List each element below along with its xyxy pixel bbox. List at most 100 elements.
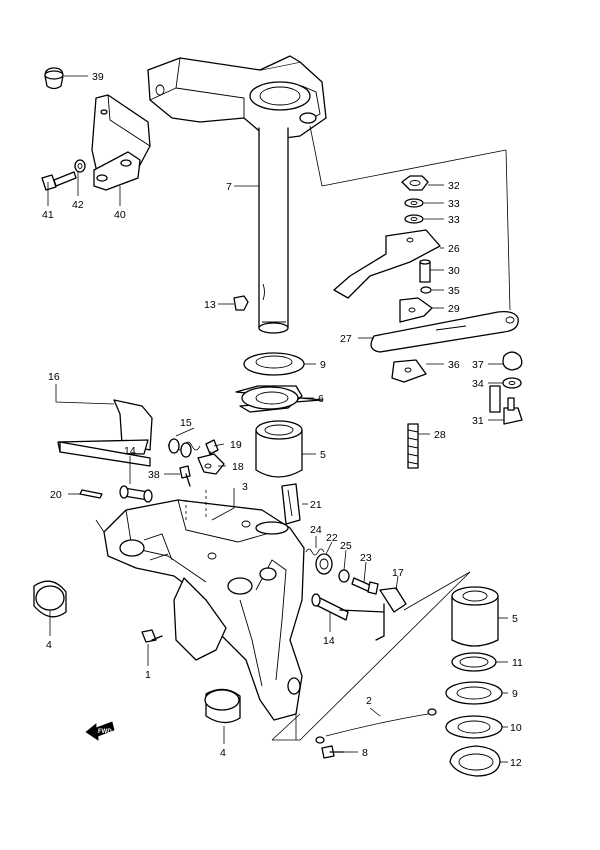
part-4-bush-bottom <box>204 688 241 724</box>
forward-arrow-icon: FWD <box>85 721 115 741</box>
part-7-shaft <box>258 127 289 334</box>
part-42-washer <box>74 159 86 173</box>
part-10-washer <box>445 715 503 739</box>
callout-2: 2 <box>366 695 372 707</box>
part-34-washer <box>502 377 522 389</box>
part-26-throttle-plate <box>333 229 441 299</box>
callout-27: 27 <box>340 333 352 345</box>
callout-7: 7 <box>226 181 232 193</box>
callout-16: 16 <box>48 371 60 383</box>
part-36-plate <box>391 359 427 383</box>
callout-33-b: 33 <box>448 214 460 226</box>
callout-30: 30 <box>448 265 460 277</box>
callout-21: 21 <box>310 499 322 511</box>
callout-4-bottom: 4 <box>220 747 226 759</box>
part-41-bolt <box>41 171 77 191</box>
callout-20: 20 <box>50 489 62 501</box>
part-30-pin <box>419 259 431 283</box>
callout-14-upper: 14 <box>124 445 136 457</box>
part-2-cable <box>315 708 437 744</box>
part-14-pin-upper <box>119 485 153 503</box>
callout-6: 6 <box>318 393 324 405</box>
callout-24: 24 <box>310 524 322 536</box>
callout-33-a: 33 <box>448 198 460 210</box>
part-5-bush-lower <box>451 586 499 647</box>
callout-32: 32 <box>448 180 460 192</box>
callout-9-lower: 9 <box>512 688 518 700</box>
part-18-cam <box>197 453 225 475</box>
callout-40: 40 <box>114 209 126 221</box>
leader-lines <box>47 75 508 763</box>
callout-28: 28 <box>434 429 446 441</box>
part-19-screw <box>205 439 219 465</box>
callout-1: 1 <box>145 669 151 681</box>
callout-36: 36 <box>448 359 460 371</box>
part-5-bush-upper <box>255 420 303 478</box>
callout-18: 18 <box>232 461 244 473</box>
callout-41: 41 <box>42 209 54 221</box>
part-17-lever <box>339 587 407 641</box>
callout-13: 13 <box>204 299 216 311</box>
part-31-bolt <box>503 397 523 425</box>
callout-38: 38 <box>148 469 160 481</box>
part-8-screw <box>321 745 345 759</box>
part-15-spring <box>167 438 201 458</box>
callout-12: 12 <box>510 757 522 769</box>
forward-label: FWD <box>98 729 112 735</box>
callout-17: 17 <box>392 567 404 579</box>
part-40-bracket <box>91 94 151 191</box>
part-20-pin <box>79 489 103 499</box>
part-4-bush-left <box>33 580 67 618</box>
part-29-link <box>399 297 433 323</box>
assembly-lines <box>95 125 511 741</box>
part-6-plate <box>235 385 323 413</box>
part-35-washer <box>420 286 432 294</box>
upper-housing <box>147 55 327 141</box>
callout-labels: 39 7 13 9 6 5 21 32 33 33 26 30 35 29 27… <box>42 71 523 769</box>
callout-5-lower: 5 <box>512 613 518 625</box>
part-24-spring <box>305 548 325 556</box>
part-25-washer <box>338 569 350 583</box>
callout-15: 15 <box>180 417 192 429</box>
callout-9-upper: 9 <box>320 359 326 371</box>
callout-42: 42 <box>72 199 84 211</box>
callout-19: 19 <box>230 439 242 451</box>
callout-23: 23 <box>360 552 372 564</box>
callout-29: 29 <box>448 303 460 315</box>
part-33-washer-b <box>404 214 424 224</box>
part-11-ring <box>451 652 497 672</box>
callout-31: 31 <box>472 415 484 427</box>
callout-37: 37 <box>472 359 484 371</box>
callout-14-lower: 14 <box>323 635 335 647</box>
part-9-washer-lower <box>445 681 503 705</box>
part-27-arm <box>370 310 519 353</box>
callout-35: 35 <box>448 285 460 297</box>
part-38-bolt <box>179 465 191 487</box>
callout-10: 10 <box>510 722 522 734</box>
part-28-stud <box>407 385 501 469</box>
part-39-cap <box>44 67 64 90</box>
callout-4-left: 4 <box>46 639 52 651</box>
part-22-bush <box>315 553 333 575</box>
part-23-bolt <box>351 577 379 595</box>
part-33-washer-a <box>404 198 424 208</box>
part-12-circlip <box>449 745 501 777</box>
part-13-key <box>233 295 249 311</box>
callout-3: 3 <box>242 481 248 493</box>
callout-26: 26 <box>448 243 460 255</box>
callout-11: 11 <box>512 657 523 669</box>
callout-34: 34 <box>472 378 484 390</box>
part-14-pin-lower <box>311 593 349 621</box>
part-21-clip <box>281 483 301 525</box>
callout-25: 25 <box>340 540 352 552</box>
part-37-collar <box>502 351 523 371</box>
part-3-clamp-bracket <box>103 490 305 721</box>
callout-39: 39 <box>92 71 104 83</box>
part-9-washer-upper <box>243 352 305 376</box>
part-1-grease-nipple <box>141 629 163 643</box>
part-32-nut <box>401 175 429 191</box>
part-16-rod <box>57 399 153 467</box>
callout-8: 8 <box>362 747 368 759</box>
